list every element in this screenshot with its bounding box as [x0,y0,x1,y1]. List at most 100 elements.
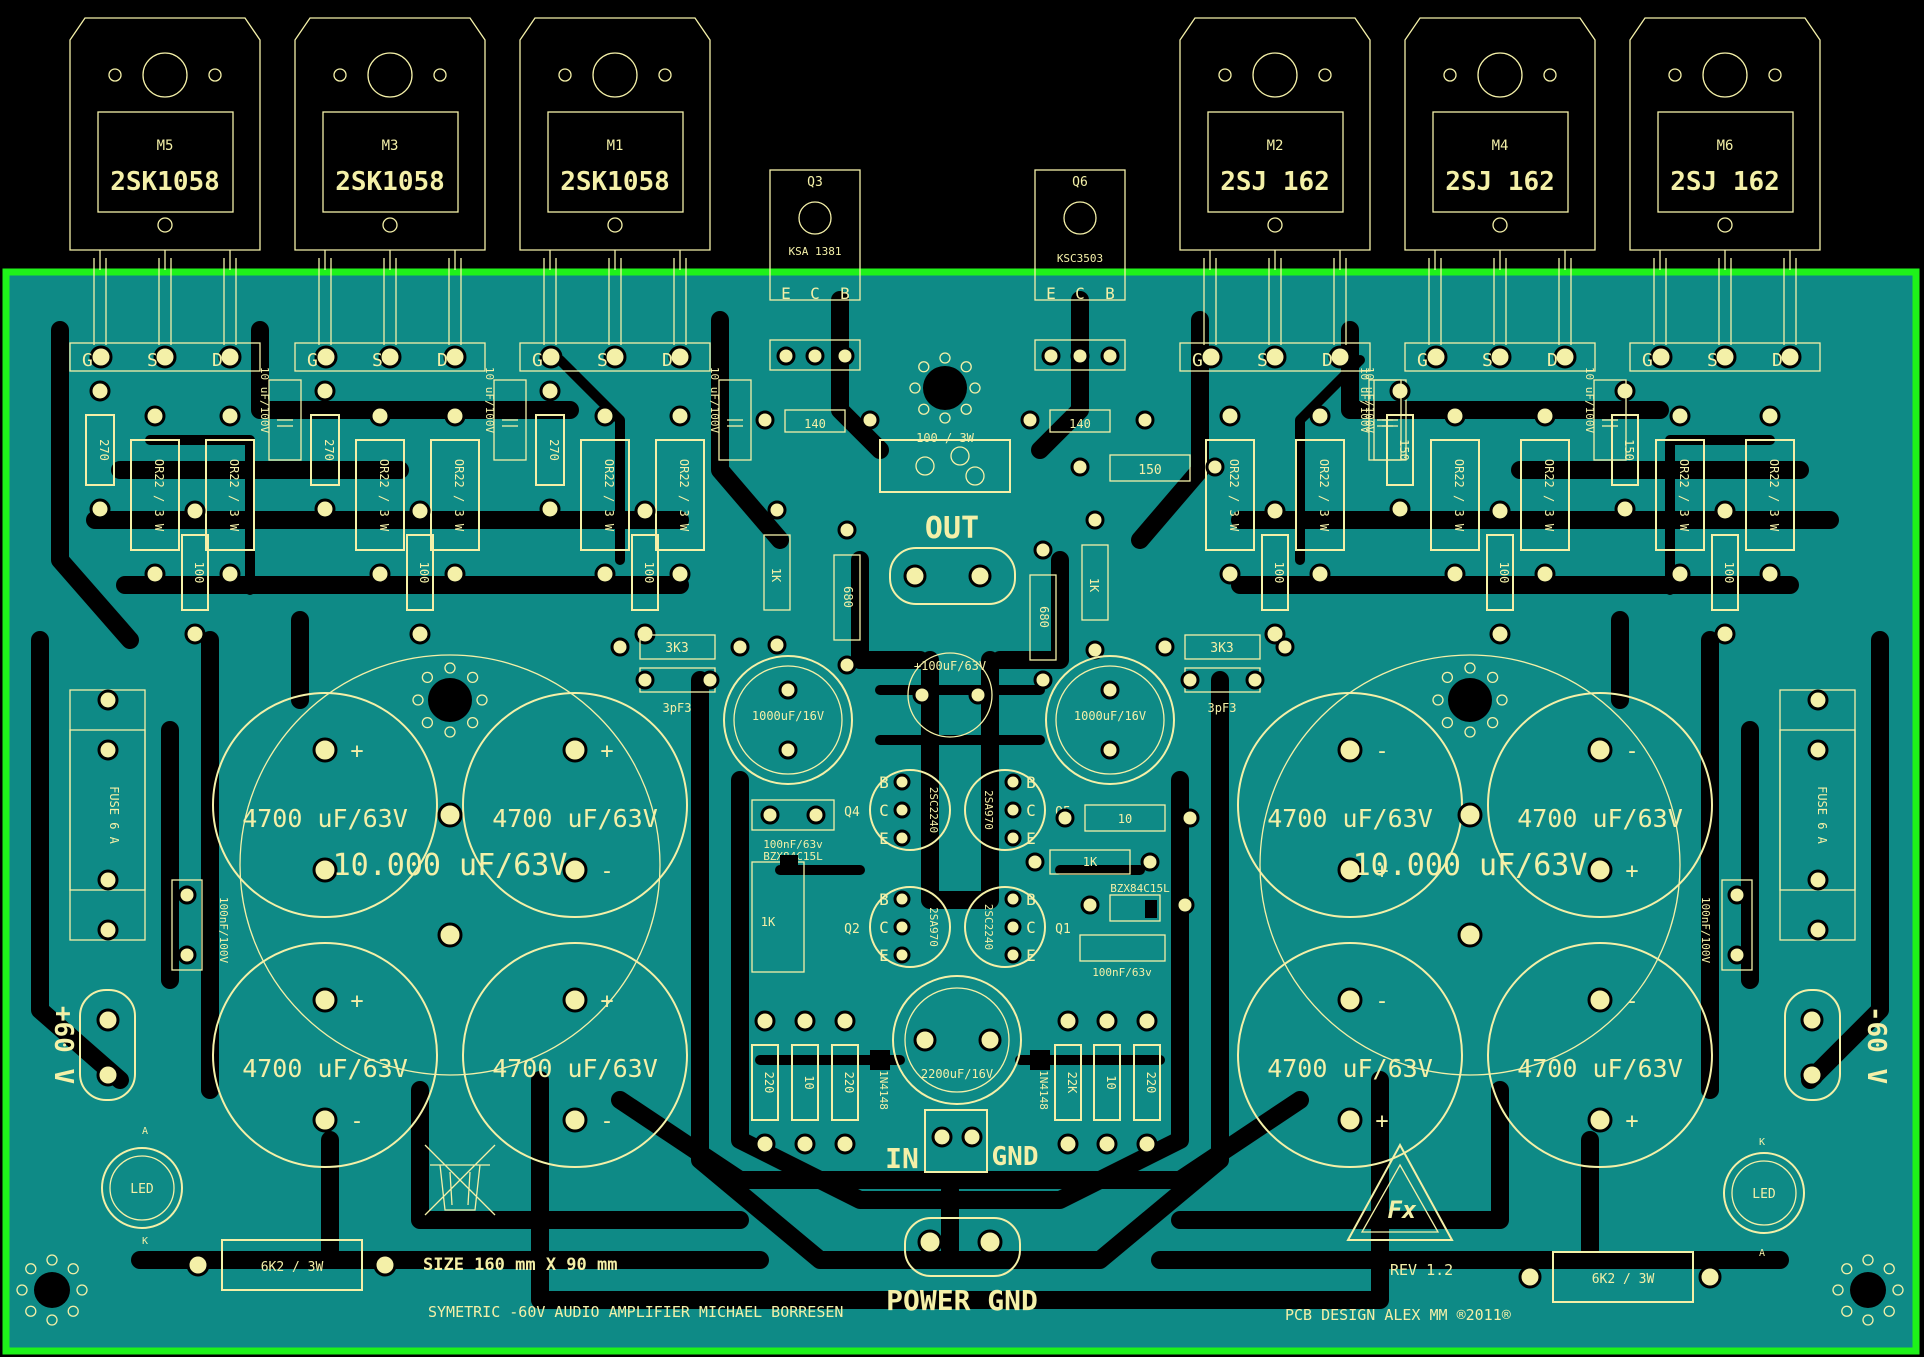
svg-text:-: - [1375,739,1388,764]
resistor: OR22 / 3 W [580,405,630,585]
cap-4700uf: - +4700 uF/63V [1237,942,1463,1168]
cap-10uf: 10 uF/100V [258,367,302,461]
svg-text:4700 uF/63V: 4700 uF/63V [1267,1054,1433,1083]
res-3k3-right: 3K3 3pF3 [1155,634,1295,715]
res-140-left-label: 140 [804,417,826,431]
svg-text:K: K [142,1236,148,1247]
svg-text:4700 uF/63V: 4700 uF/63V [1267,804,1433,833]
power-gnd-label: POWER GND [886,1284,1038,1317]
svg-text:+: + [1375,859,1388,884]
pin-label: G [532,350,543,371]
resistor: OR22 / 3 W [1295,405,1345,585]
svg-text:10: 10 [1118,812,1132,826]
svg-text:-: - [350,1109,363,1134]
svg-text:A: A [142,1126,148,1137]
svg-text:E: E [1026,946,1036,965]
mosfet-part: 2SK1058 [560,167,670,197]
svg-text:100: 100 [1722,562,1736,584]
size-label: SIZE 160 mm X 90 mm [423,1255,617,1275]
svg-text:3pF3: 3pF3 [1208,701,1237,715]
svg-text:Q4: Q4 [844,805,860,820]
svg-text:Q2: Q2 [844,922,860,937]
fx-logo-text: Fx [1388,1196,1417,1224]
minus-rail-label: -60 V [1861,1006,1891,1084]
q3-pin-e: E [781,284,791,303]
svg-text:B: B [1026,773,1036,792]
svg-text:10: 10 [1104,1075,1118,1089]
cap-4700uf: +-4700 uF/63V [212,942,438,1168]
mosfet-ref: M4 [1492,138,1509,154]
cap-100uf-center: +100uF/63V [907,652,993,738]
svg-text:1N4148: 1N4148 [1037,1070,1050,1110]
svg-text:FUSE 6 A: FUSE 6 A [1815,786,1829,845]
q6-part: KSC3503 [1057,252,1103,265]
resistor: OR22 / 3 W [1205,405,1255,585]
svg-text:-: - [1375,989,1388,1014]
pin-label: S [597,350,608,371]
mosfet-part: 2SJ 162 [1220,167,1330,197]
pin-label: D [437,350,448,371]
capacitor-banks: + - 4700 uF/63V + - 4700 uF/63V + - 4700 uF/63V +… [212,654,1713,1168]
svg-text:E: E [1026,829,1036,848]
q3-part: KSA 1381 [789,245,842,258]
svg-text:-: - [350,859,363,884]
mosfet-ref: M5 [157,138,174,154]
svg-text:4700 uF/63V: 4700 uF/63V [242,1054,408,1083]
svg-text:C: C [1026,918,1036,937]
svg-text:OR22 / 3 W: OR22 / 3 W [1317,459,1331,532]
pin-label: S [147,350,158,371]
resistor: 220 [751,1010,779,1155]
svg-text:2SA970: 2SA970 [982,790,995,830]
svg-text:A: A [1759,1248,1765,1259]
q3-pin-c: C [810,284,820,303]
svg-text:100: 100 [642,562,656,584]
svg-text:10 uF/100V: 10 uF/100V [1583,367,1596,434]
svg-text:1000uF/16V: 1000uF/16V [1074,709,1146,723]
cap-10uf: 10 uF/100V [1358,367,1402,461]
resistor: 100 [1711,500,1739,645]
cap-10uf: 10 uF/100V [708,367,752,461]
pin-label: S [372,350,383,371]
svg-text:2200uF/16V: 2200uF/16V [921,1067,993,1081]
resistor-100-3w: 100 / 3W [879,431,1011,493]
svg-text:220: 220 [842,1072,856,1094]
driver-q6: Q6 KSC3503 E C B [1034,169,1126,371]
svg-text:680: 680 [841,586,855,608]
fx-logo: Fx [1346,1142,1454,1241]
svg-text:100: 100 [417,562,431,584]
cap-10uf: 10 uF/100V [483,367,527,461]
svg-text:1K: 1K [761,915,776,929]
svg-text:220: 220 [762,1072,776,1094]
res-100-3w-label: 100 / 3W [916,431,975,445]
out-label: OUT [925,511,979,546]
cap-1000uf-left: 1000uF/16V [723,655,853,785]
svg-text:100: 100 [1272,562,1286,584]
resistor: OR22 / 3 W [130,405,180,585]
svg-text:+: + [350,739,363,764]
diodes: 1N4148 1N4148 [870,1050,1050,1110]
res-150-center-label: 150 [1138,463,1161,478]
q6-pin-e: E [1046,284,1056,303]
resistor: 100 [406,500,434,645]
svg-text:+: + [1375,1109,1388,1134]
svg-text:+: + [600,739,613,764]
svg-text:100nF/63v: 100nF/63v [763,838,823,851]
svg-text:4700 uF/63V: 4700 uF/63V [1517,1054,1683,1083]
power-connector-plus: +60 V [48,989,136,1101]
svg-text:3K3: 3K3 [1210,641,1233,656]
svg-text:4700 uF/63V: 4700 uF/63V [1517,804,1683,833]
resistor-150-center: 150 [1070,454,1225,482]
cap-4700uf: +-4700 uF/63V [212,692,438,918]
svg-text:10 uF/100V: 10 uF/100V [483,367,496,434]
resistor: 100 [181,500,209,645]
rev-label: REV 1.2 [1390,1261,1453,1279]
cap-2200uf: 2200uF/16V [892,975,1022,1105]
svg-text:680: 680 [1037,606,1051,628]
